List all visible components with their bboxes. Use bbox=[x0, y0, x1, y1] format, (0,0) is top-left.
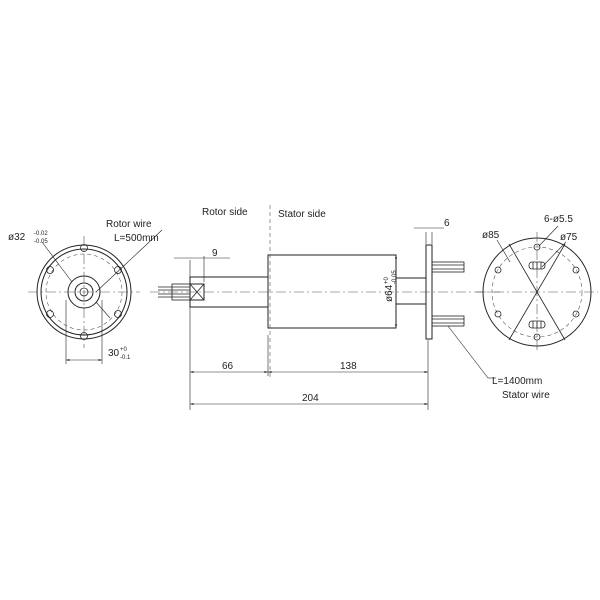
rotor-length-dimension: 66 bbox=[222, 361, 234, 372]
total-length-dimension: 204 bbox=[302, 393, 319, 404]
key-width-label: 30 bbox=[108, 348, 120, 359]
stator-body bbox=[267, 254, 397, 329]
flange-diameter-label: ø85 bbox=[482, 230, 500, 241]
pitch-circle-diameter-label: ø75 bbox=[560, 232, 578, 243]
stator-wire-length-label: L=1400mm bbox=[492, 376, 542, 387]
side-view-dimension-lines bbox=[174, 227, 496, 410]
body-diameter-dimension: ø64 bbox=[384, 284, 395, 302]
stator-wire-label: Stator wire bbox=[502, 390, 550, 401]
shaft-tolerance-upper: -0.02 bbox=[34, 231, 48, 237]
hole-spec-label: 6-ø5.5 bbox=[544, 214, 573, 225]
stator-wires bbox=[431, 261, 465, 327]
body-tolerance-lower: -0.05 bbox=[392, 270, 398, 284]
wire-exit-top bbox=[528, 261, 546, 270]
rotor-end-dimension: 9 bbox=[212, 248, 218, 259]
rotor-wire-length-label: L=500mm bbox=[114, 233, 159, 244]
key-tolerance-lower: -0.1 bbox=[120, 355, 131, 361]
shaft-tolerance-lower: -0.05 bbox=[34, 239, 48, 245]
stator-length-dimension: 138 bbox=[340, 361, 357, 372]
stator-side-label: Stator side bbox=[278, 209, 326, 220]
flange bbox=[425, 244, 433, 340]
stator-step bbox=[395, 277, 427, 305]
rotor-wire-label: Rotor wire bbox=[106, 219, 152, 230]
rotor-wires bbox=[158, 283, 191, 301]
body-tolerance-upper: +0 bbox=[384, 276, 390, 284]
flange-end-view bbox=[476, 225, 598, 352]
mounting-holes-right bbox=[494, 243, 580, 341]
shaft-diameter-label: ø32 bbox=[8, 232, 26, 243]
flange-thickness-dimension: 6 bbox=[444, 218, 450, 229]
body-diameter-group: ø64 +0 -0.05 bbox=[384, 270, 398, 302]
side-view bbox=[150, 205, 500, 410]
rotor-side-label: Rotor side bbox=[202, 207, 248, 218]
rotor-end-view bbox=[28, 229, 163, 364]
key-tolerance-upper: +0 bbox=[120, 347, 128, 353]
wire-exit-bottom bbox=[528, 320, 546, 329]
